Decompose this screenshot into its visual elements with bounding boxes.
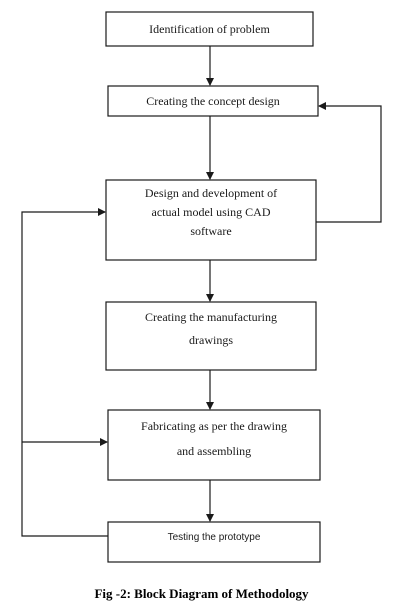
box-cad: Design and development of actual model u…: [105, 179, 317, 261]
methodology-flowchart: Identification of problem Creating the c…: [21, 11, 382, 563]
box-identification-line-1: Identification of problem: [149, 22, 270, 36]
box-testing: Testing the prototype: [107, 521, 321, 563]
box-cad-line-3: software: [190, 224, 231, 238]
box-drawings-line-2: drawings: [189, 333, 233, 347]
box-cad-line-2: actual model using CAD: [152, 205, 271, 219]
feedback-testing-to-cad: [21, 208, 108, 537]
box-concept-line-1: Creating the concept design: [146, 94, 280, 108]
box-concept: Creating the concept design: [107, 85, 319, 117]
box-identification: Identification of problem: [105, 11, 314, 47]
box-cad-line-1: Design and development of: [145, 186, 277, 200]
box-drawings-line-1: Creating the manufacturing: [145, 310, 277, 324]
box-fabrication-line-1: Fabricating as per the drawing: [141, 419, 287, 433]
box-drawings: Creating the manufacturing drawings: [105, 301, 317, 371]
box-testing-line-1: Testing the prototype: [168, 532, 261, 543]
box-fabrication-line-2: and assembling: [177, 444, 251, 458]
figure-caption: Fig -2: Block Diagram of Methodology: [94, 586, 309, 601]
box-fabrication: Fabricating as per the drawing and assem…: [107, 409, 321, 481]
feedback-cad-to-concept: [316, 102, 382, 223]
